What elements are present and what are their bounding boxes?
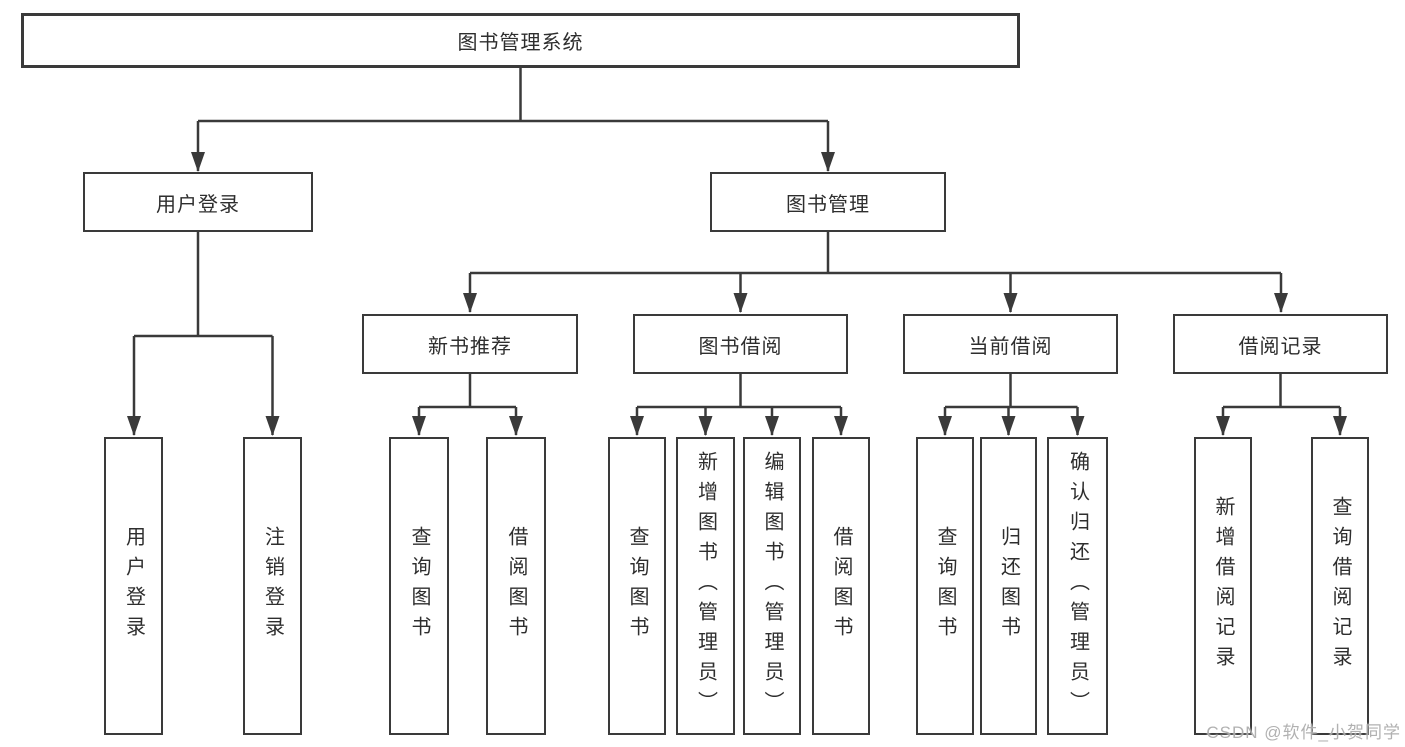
node-label: 图书借阅 (698, 335, 783, 358)
node-label: 图书管理 (786, 193, 870, 216)
leaf-borrow-books-2: 借阅图书 (812, 437, 870, 735)
leaf-confirm-return-admin: 确认归还（管理员） (1047, 437, 1108, 735)
leaf-label: 查询图书 (934, 526, 956, 646)
leaf-label: 注销登录 (261, 526, 284, 646)
node-new-book-recommend: 新书推荐 (362, 314, 578, 374)
node-borrow-records: 借阅记录 (1173, 314, 1388, 374)
leaf-label: 查询图书 (626, 526, 648, 646)
leaf-edit-books-admin: 编辑图书（管理员） (743, 437, 801, 735)
leaf-label: 用户登录 (122, 526, 145, 646)
leaf-query-books-2: 查询图书 (608, 437, 666, 735)
leaf-label: 新增图书（管理员） (694, 451, 717, 721)
node-label: 图书管理系统 (457, 32, 584, 54)
leaf-borrow-books-1: 借阅图书 (486, 437, 546, 735)
leaf-label: 归还图书 (997, 526, 1020, 646)
node-label: 借阅记录 (1238, 335, 1323, 358)
node-label: 用户登录 (156, 193, 240, 216)
node-book-management: 图书管理 (710, 172, 946, 232)
leaf-user-login: 用户登录 (104, 437, 163, 735)
leaf-label: 确认归还（管理员） (1066, 451, 1089, 721)
leaf-label: 查询借阅记录 (1329, 496, 1351, 676)
node-label: 新书推荐 (428, 335, 512, 358)
node-book-borrow: 图书借阅 (633, 314, 848, 374)
node-user-login: 用户登录 (83, 172, 313, 232)
leaf-return-books: 归还图书 (980, 437, 1037, 735)
leaf-label: 借阅图书 (505, 526, 527, 646)
leaf-query-borrow-record: 查询借阅记录 (1311, 437, 1369, 735)
node-current-borrow: 当前借阅 (903, 314, 1118, 374)
leaf-add-books-admin: 新增图书（管理员） (676, 437, 735, 735)
leaf-label: 查询图书 (408, 526, 430, 646)
leaf-add-borrow-record: 新增借阅记录 (1194, 437, 1252, 735)
leaf-query-books-1: 查询图书 (389, 437, 449, 735)
leaf-logout: 注销登录 (243, 437, 302, 735)
leaf-query-books-3: 查询图书 (916, 437, 974, 735)
leaf-label: 编辑图书（管理员） (761, 451, 783, 721)
leaf-label: 借阅图书 (830, 526, 852, 646)
node-library-management-system: 图书管理系统 (21, 13, 1020, 68)
node-label: 当前借阅 (968, 335, 1053, 358)
leaf-label: 新增借阅记录 (1212, 496, 1234, 676)
